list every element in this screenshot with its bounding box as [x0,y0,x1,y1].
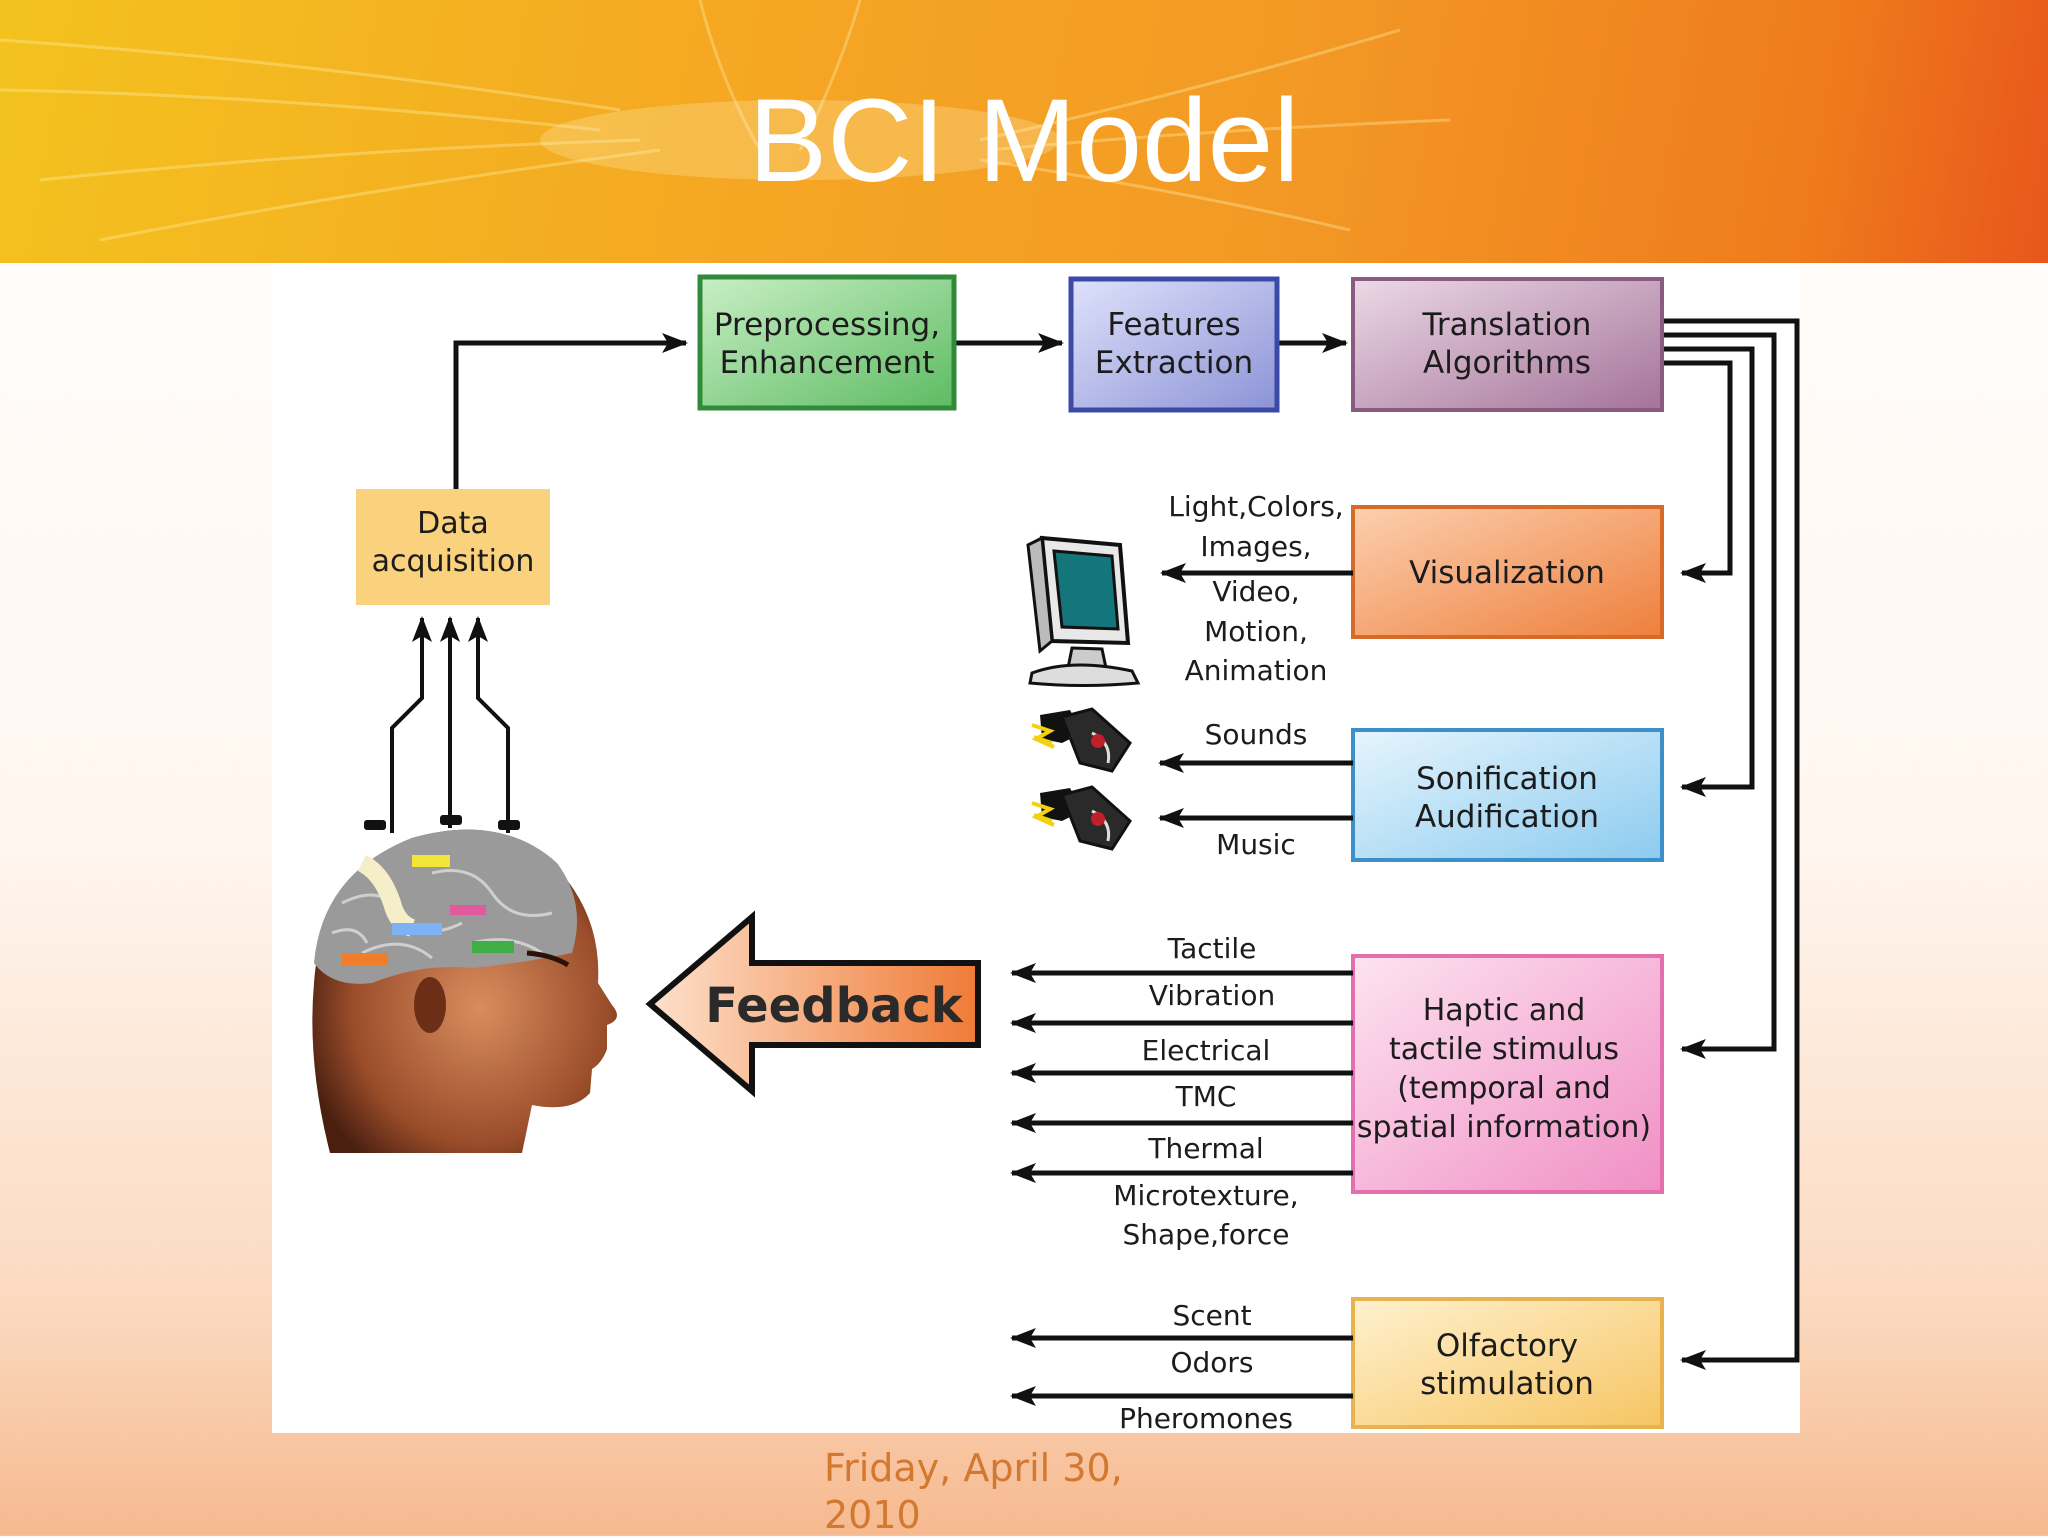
vis-item-3: Video, [1212,575,1299,608]
vis-item-2: Images, [1200,530,1311,563]
son-item-1: Sounds [1205,718,1308,751]
visualization-label: Visualization [1409,555,1605,591]
features-line-2: Extraction [1095,345,1253,381]
pipeline-connectors [453,333,1348,489]
feedback-arrow: Feedback [645,910,981,1098]
haptic-line-1: Haptic and [1423,993,1586,1028]
sensor-wires [390,616,510,833]
haptic-item-7: Shape,force [1122,1218,1289,1251]
haptic-items: Tactile Vibration Electrical TMC Thermal… [1113,932,1298,1251]
slide-title: BCI Model [748,75,1300,207]
sonification-box: Sonification Audification [1351,728,1664,862]
banner-flare-graphic [0,0,1451,242]
haptic-item-6: Microtexture, [1113,1179,1298,1212]
features-line-1: Features [1107,307,1240,343]
arrow-acquisition-to-preprocessing [453,333,688,489]
son-item-2: Music [1216,828,1296,861]
haptic-line-3: (temporal and [1397,1071,1611,1106]
haptic-line-2: tactile stimulus [1389,1032,1619,1067]
brain-region-yellow [412,855,450,867]
vis-item-5: Animation [1185,654,1328,687]
brain-region-green [472,941,514,953]
vis-item-1: Light,Colors, [1168,490,1343,523]
vis-item-4: Motion, [1204,615,1308,648]
translation-line-1: Translation [1422,307,1592,343]
haptic-box: Haptic and tactile stimulus (temporal an… [1351,954,1664,1194]
preprocessing-line-1: Preprocessing, [714,307,940,343]
visualization-box: Visualization [1351,505,1664,639]
sonification-line-2: Audification [1415,799,1599,835]
haptic-item-3: Electrical [1142,1034,1271,1067]
translation-line-2: Algorithms [1423,345,1591,381]
sonification-items: Sounds Music [1205,718,1308,861]
brain-region-pink [450,905,486,915]
data-acquisition-box: Data acquisition [356,489,550,605]
olf-item-3: Pheromones [1119,1402,1293,1433]
title-banner: BCI Model [0,0,2048,263]
bci-diagram: Preprocessing, Enhancement Features Extr… [272,263,1800,1435]
output-arrows [1010,563,1353,1406]
brain-region-blue [392,923,442,935]
brain-region-orange [342,953,388,965]
monitor-icon [1026,535,1141,687]
speaker-icon [1031,785,1132,851]
features-box: Features Extraction [1068,276,1280,413]
haptic-item-1: Tactile [1167,932,1257,965]
slide-date: Friday, April 30, 2010 [824,1446,1123,1537]
visualization-items: Light,Colors, Images, Video, Motion, Ani… [1168,490,1343,687]
haptic-line-4: spatial information) [1357,1110,1651,1145]
feedback-label: Feedback [705,978,964,1034]
olfactory-items: Scent Odors Pheromones [1119,1299,1293,1435]
translation-box: Translation Algorithms [1351,277,1664,412]
speaker-icon [1031,707,1132,773]
head-illustration [312,815,617,1153]
haptic-item-5: Thermal [1147,1132,1263,1165]
haptic-item-2: Vibration [1149,979,1275,1012]
preprocessing-box: Preprocessing, Enhancement [697,274,957,411]
sonification-line-1: Sonification [1416,761,1598,797]
olfactory-line-2: stimulation [1420,1366,1594,1402]
translation-output-bus [1662,318,1800,1370]
preprocessing-line-2: Enhancement [720,345,935,381]
data-acquisition-line-2: acquisition [372,544,535,579]
olf-item-1: Scent [1172,1299,1251,1332]
data-acquisition-line-1: Data [417,506,489,541]
olf-item-2: Odors [1170,1346,1253,1379]
olfactory-box: Olfactory stimulation [1351,1297,1664,1429]
olfactory-line-1: Olfactory [1436,1328,1578,1364]
haptic-item-4: TMC [1175,1080,1237,1113]
